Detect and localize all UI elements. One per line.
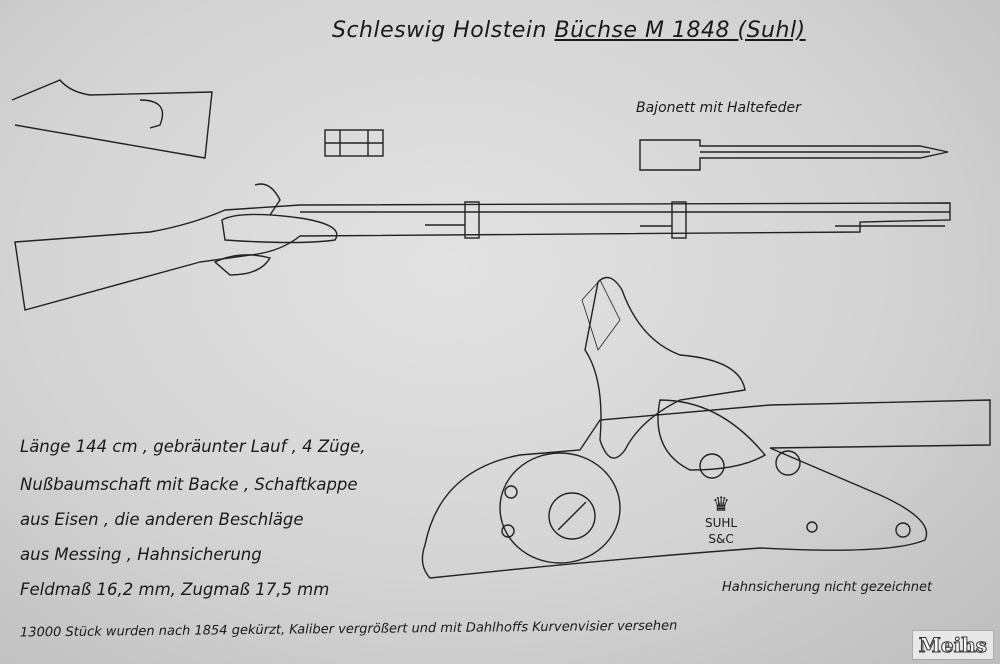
spec-line: Länge 144 cm , gebräunter Lauf , 4 Züge, (20, 437, 366, 456)
stock-detail-drawing (11, 79, 213, 159)
full-rifle-drawing (14, 183, 951, 311)
title-prefix: Schleswig Holstein (332, 18, 547, 43)
spec-line: aus Eisen , die anderen Beschläge (20, 510, 304, 529)
page-title: Schleswig Holstein Büchse M 1848 (Suhl) (332, 18, 806, 43)
watermark-logo: Meihs (911, 630, 994, 660)
bayonet-drawing (639, 139, 949, 171)
title-model: Büchse M 1848 (Suhl) (554, 18, 806, 43)
stamp-line-2: S&C (708, 532, 734, 546)
bayonet-label: Bajonett mit Haltefeder (636, 100, 801, 116)
spec-line: aus Messing , Hahnsicherung (20, 545, 262, 564)
spec-line: Feldmaß 16,2 mm, Zugmaß 17,5 mm (20, 580, 330, 599)
lock-note: Hahnsicherung nicht gezeichnet (722, 580, 933, 595)
lock-plate-drawing (421, 276, 991, 579)
spec-line: Nußbaumschaft mit Backe , Schaftkappe (20, 475, 358, 494)
stamp-line-1: SUHL (705, 516, 738, 530)
band-detail-drawing (324, 129, 384, 157)
lock-stamp: ♛ SUHL S&C (705, 493, 737, 547)
crown-icon: ♛ (712, 492, 731, 516)
